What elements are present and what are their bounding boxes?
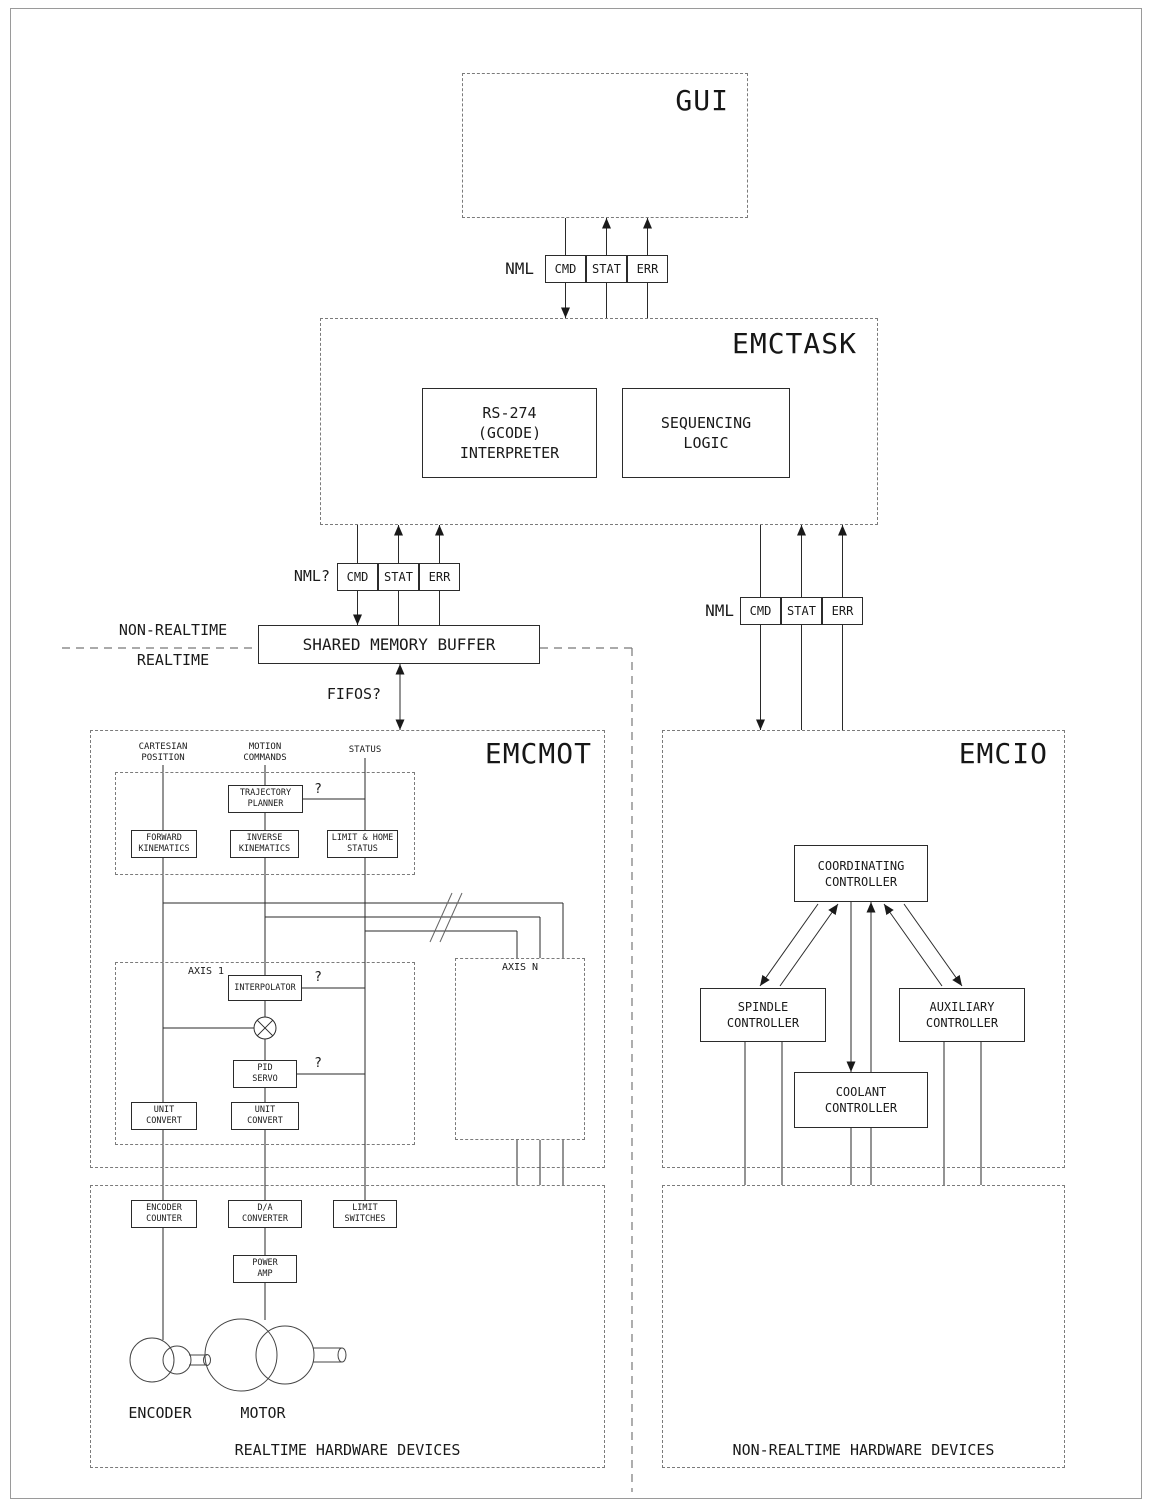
realtime-label: REALTIME [136,651,210,669]
limit-switches-box: LIMIT SWITCHES [333,1200,397,1228]
emcmot-title: EMCMOT [484,737,592,770]
nml-io-stat-box: STAT [781,597,822,625]
nonrealtime-hardware-caption: NON-REALTIME HARDWARE DEVICES [732,1441,995,1459]
nml-gui-err-box: ERR [627,255,668,283]
nml-mot-label: NML? [293,567,330,585]
power-amp-box: POWER AMP [233,1255,297,1283]
coordinating-controller-box: COORDINATING CONTROLLER [794,845,928,902]
axis-break-marks [429,892,463,943]
inverse-kinematics-box: INVERSE KINEMATICS [230,830,299,858]
kinematics-group-box [115,772,415,875]
axis1-box [115,962,415,1145]
motion-commands-header: MOTION COMMANDS [243,742,287,763]
cartesian-position-header: CARTESIAN POSITION [138,742,188,763]
non-realtime-label: NON-REALTIME [118,621,228,639]
gcode-interpreter-box: RS-274 (GCODE) INTERPRETER [422,388,597,478]
axis1-label: AXIS 1 [187,966,225,977]
limit-home-status-box: LIMIT & HOME STATUS [327,830,398,858]
nml-gui-stat-box: STAT [586,255,627,283]
coolant-controller-box: COOLANT CONTROLLER [794,1072,928,1128]
da-converter-box: D/A CONVERTER [228,1200,302,1228]
trajectory-planner-box: TRAJECTORY PLANNER [228,785,303,813]
emctask-title: EMCTASK [731,327,857,360]
realtime-hardware-box: REALTIME HARDWARE DEVICES [90,1185,605,1468]
unit-convert-feedback-box: UNIT CONVERT [131,1102,197,1130]
emctask-box: EMCTASK [320,318,878,525]
auxiliary-controller-box: AUXILIARY CONTROLLER [899,988,1025,1042]
encoder-icon [129,1337,211,1383]
spindle-controller-box: SPINDLE CONTROLLER [700,988,826,1042]
nml-mot-stat-box: STAT [378,563,419,591]
nml-io-label: NML [705,601,734,620]
nonrealtime-hardware-box: NON-REALTIME HARDWARE DEVICES [662,1185,1065,1468]
fifos-label: FIFOS? [326,685,382,703]
encoder-counter-box: ENCODER COUNTER [131,1200,197,1228]
interpolator-question-mark: ? [314,970,322,985]
emcio-title: EMCIO [958,737,1048,770]
axisn-box [455,958,585,1140]
emcio-box: EMCIO [662,730,1065,1168]
gui-box: GUI [462,73,748,218]
interpolator-box: INTERPOLATOR [228,975,302,1001]
gui-title: GUI [675,84,729,117]
realtime-boundary-line [62,647,633,1492]
axisn-label: AXIS N [501,962,539,973]
nml-io-cmd-box: CMD [740,597,781,625]
pid-servo-box: PID SERVO [233,1060,297,1088]
page-border [10,8,1142,1499]
motor-label: MOTOR [240,1404,286,1422]
unit-convert-command-box: UNIT CONVERT [231,1102,299,1130]
status-header: STATUS [348,745,382,755]
encoder-label: ENCODER [128,1404,192,1422]
connector-lines [162,218,982,1340]
nml-mot-err-box: ERR [419,563,460,591]
summing-junction-icon [253,1016,277,1040]
shared-memory-buffer-box: SHARED MEMORY BUFFER [258,625,540,664]
nml-mot-cmd-box: CMD [337,563,378,591]
forward-kinematics-box: FORWARD KINEMATICS [131,830,197,858]
nml-gui-cmd-box: CMD [545,255,586,283]
sequencing-logic-box: SEQUENCING LOGIC [622,388,790,478]
emcmot-box: EMCMOT [90,730,605,1168]
nml-io-err-box: ERR [822,597,863,625]
nml-gui-label: NML [505,259,534,278]
realtime-hardware-caption: REALTIME HARDWARE DEVICES [234,1441,461,1459]
pid-question-mark: ? [314,1056,322,1071]
motor-icon [204,1318,347,1392]
trajectory-question-mark: ? [314,782,322,797]
